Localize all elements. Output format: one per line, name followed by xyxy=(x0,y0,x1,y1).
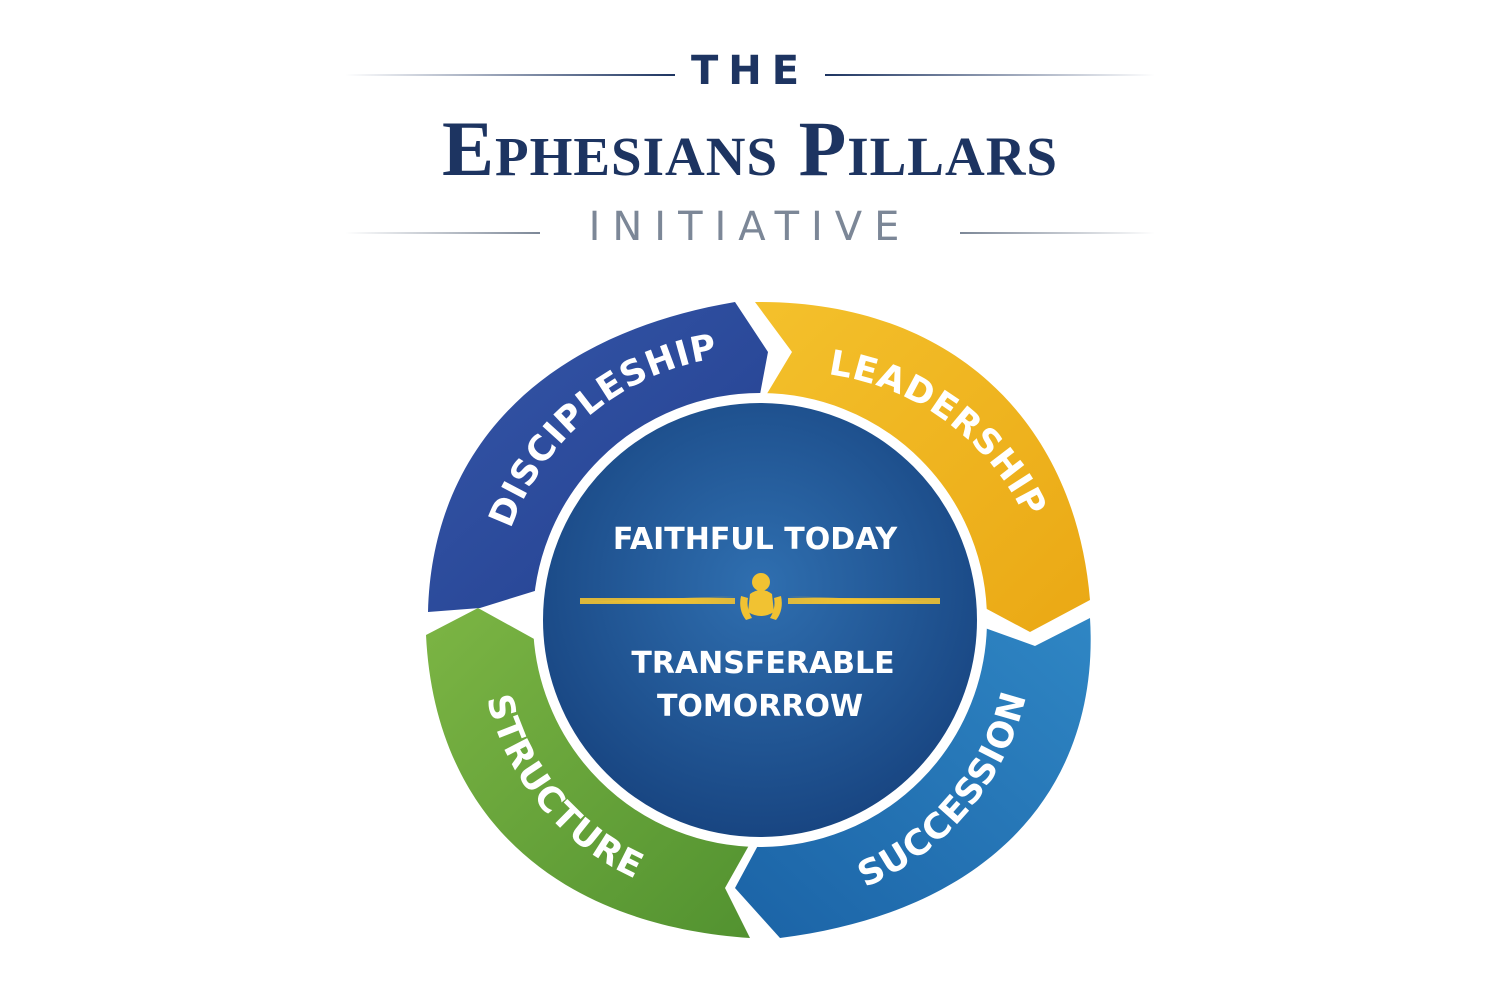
header-rule-bottom-left xyxy=(345,232,540,234)
center-line-transferable: TRANSFERABLE xyxy=(631,646,894,681)
center-circle xyxy=(533,393,987,847)
logo-header: THE Ephesians Pillars INITIATIVE xyxy=(0,0,1500,270)
segment-structure xyxy=(426,608,752,938)
title-the: THE xyxy=(690,48,810,94)
header-rule-bottom-right xyxy=(960,232,1155,234)
center-line-tomorrow: TOMORROW xyxy=(657,689,863,724)
header-rule-top-left xyxy=(345,74,675,76)
page-title: Ephesians Pillars xyxy=(441,105,1059,192)
header-rule-top-right xyxy=(825,74,1155,76)
center-divider xyxy=(578,596,942,604)
segment-succession xyxy=(735,618,1091,938)
title-subtitle: INITIATIVE xyxy=(588,204,912,250)
center-line-faithful-today: FAITHFUL TODAY xyxy=(613,522,899,557)
segment-discipleship xyxy=(428,302,768,612)
hands-person-icon xyxy=(740,573,782,620)
